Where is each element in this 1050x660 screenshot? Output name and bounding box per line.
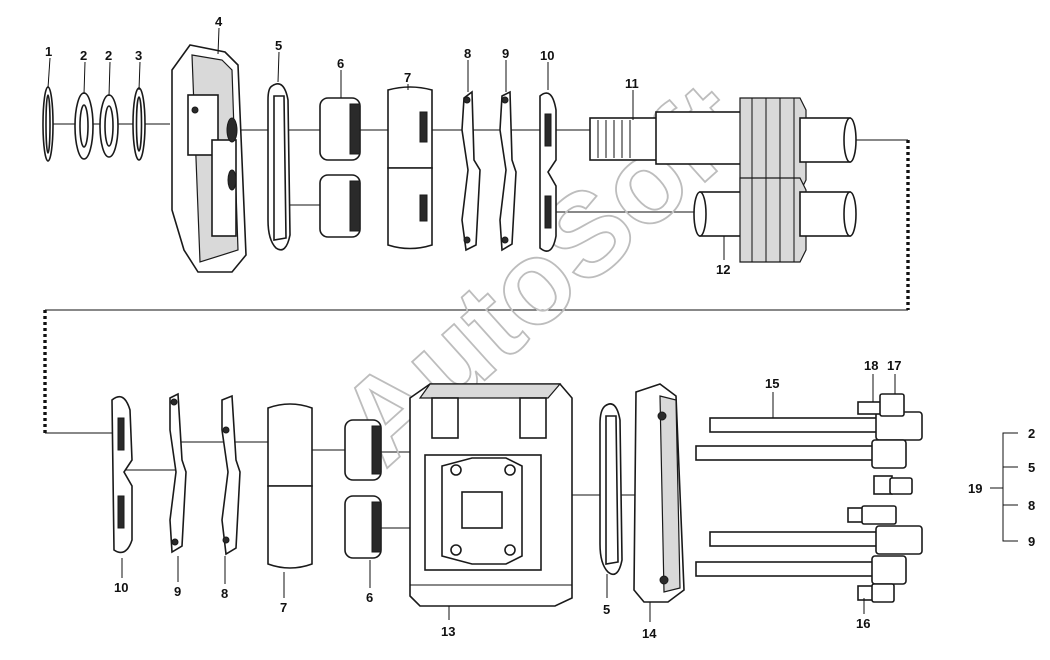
label-6a: 6 (337, 56, 344, 71)
bearing-6-bottom-row-bottom (344, 495, 382, 559)
spacer-10-top (539, 92, 557, 252)
kit-item-9: 9 (1028, 534, 1035, 549)
seal-plate-9-bottom (169, 392, 187, 554)
wear-plate-8-top (461, 90, 481, 252)
label-12: 12 (716, 262, 730, 277)
label-3: 3 (135, 48, 142, 63)
fittings-16-17-18 (847, 393, 913, 603)
label-11: 11 (625, 76, 639, 91)
label-5b: 5 (603, 602, 610, 617)
leader-lines (47, 27, 896, 622)
label-7a: 7 (404, 70, 411, 85)
gasket-5-top (267, 83, 291, 251)
label-9a: 9 (502, 46, 509, 61)
label-10a: 10 (540, 48, 554, 63)
snap-ring-3 (132, 87, 146, 161)
label-8b: 8 (221, 586, 228, 601)
label-13: 13 (441, 624, 455, 639)
kit-item-5: 5 (1028, 460, 1035, 475)
wear-plate-8-bottom (221, 394, 241, 556)
bearing-6-bottom-row-top (344, 419, 382, 481)
thrust-plate-7-top (387, 86, 433, 250)
label-16: 16 (856, 616, 870, 631)
label-15: 15 (765, 376, 779, 391)
label-10b: 10 (114, 580, 128, 595)
bearing-6-bottom (319, 174, 361, 238)
label-17: 17 (887, 358, 901, 373)
retaining-ring-1 (42, 86, 54, 162)
kit-label-19: 19 (968, 481, 982, 496)
driven-gear-12 (693, 177, 857, 263)
bearing-6-top (319, 97, 361, 161)
kit-item-8: 8 (1028, 498, 1035, 513)
gasket-5-bottom (599, 403, 623, 576)
seal-2b (99, 94, 119, 158)
kit-item-2: 2 (1028, 426, 1035, 441)
kit-19-legend: 19 2 5 8 9 (968, 426, 1035, 549)
label-4: 4 (215, 14, 223, 29)
end-cover-4 (171, 44, 247, 273)
label-2b: 2 (105, 48, 112, 63)
label-7b: 7 (280, 600, 287, 615)
label-14: 14 (642, 626, 657, 641)
callout-labels: 1 2 2 3 4 5 6 7 8 9 10 11 12 10 9 8 7 6 … (45, 14, 901, 641)
seal-plate-9-top (499, 90, 517, 252)
pump-body-13 (409, 383, 573, 607)
label-5a: 5 (275, 38, 282, 53)
end-cover-14 (633, 383, 685, 603)
spacer-10-bottom (111, 395, 133, 554)
label-6b: 6 (366, 590, 373, 605)
seal-2a (74, 92, 94, 160)
thrust-plate-7-bottom (267, 403, 313, 569)
label-2a: 2 (80, 48, 87, 63)
label-9b: 9 (174, 584, 181, 599)
label-8a: 8 (464, 46, 471, 61)
label-18: 18 (864, 358, 878, 373)
bolts-15 (695, 411, 923, 585)
label-1: 1 (45, 44, 52, 59)
